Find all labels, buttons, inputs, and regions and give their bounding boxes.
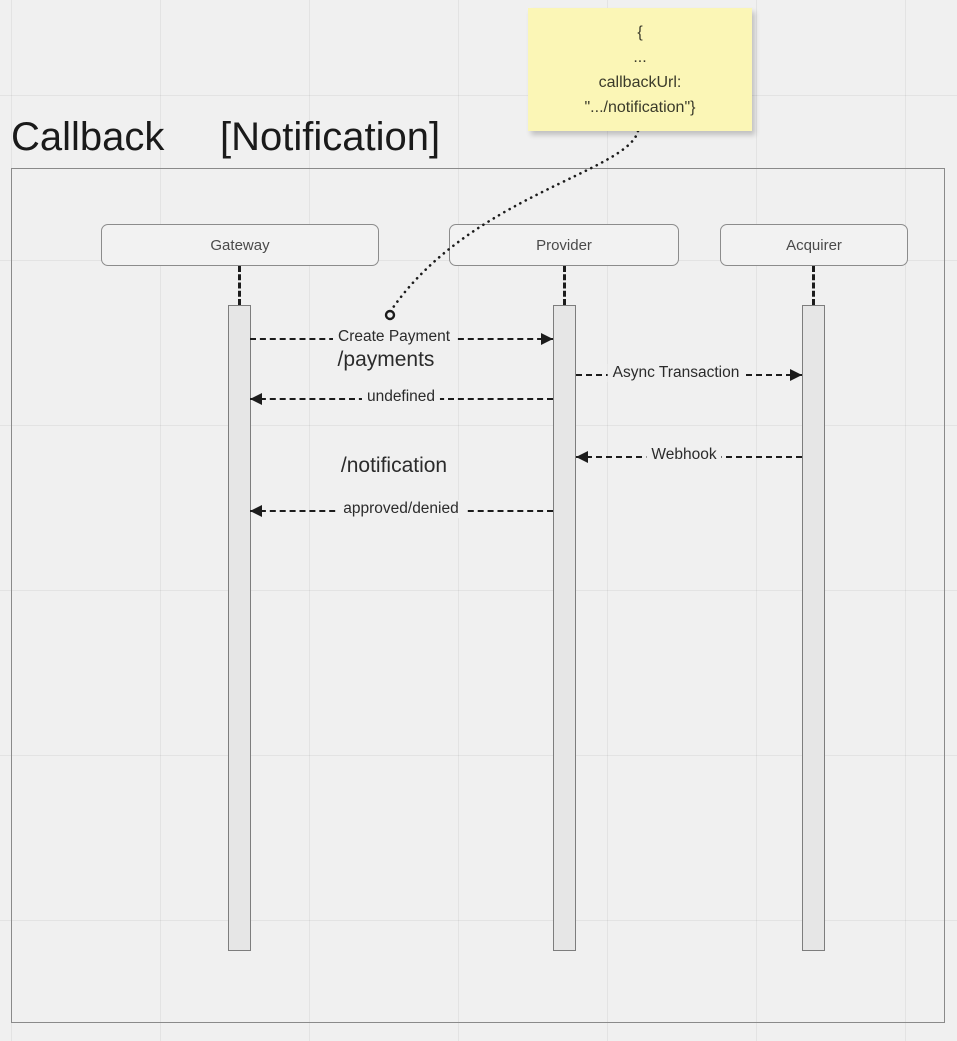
message-label-create-payment: Create Payment (333, 328, 455, 346)
message-label-undefined-return: undefined (361, 388, 441, 406)
message-extra-label-create-payment: /payments (337, 348, 435, 371)
callback-note: {... callbackUrl: ".../notification"} (528, 8, 752, 131)
note-line-3: ".../notification"} (584, 98, 696, 116)
participant-label: Gateway (210, 236, 270, 254)
note-line-2: callbackUrl: (598, 73, 682, 91)
arrow-head-undefined-return (250, 393, 262, 405)
arrow-head-webhook (576, 451, 588, 463)
participant-acquirer[interactable]: Acquirer (720, 224, 908, 266)
message-label-async-transaction: Async Transaction (607, 364, 745, 382)
arrow-head-create-payment (541, 333, 553, 345)
activation-bar-gateway (228, 305, 251, 951)
participant-label: Acquirer (786, 236, 842, 254)
arrow-head-async-transaction (790, 369, 802, 381)
lifeline-gateway (238, 266, 241, 305)
message-label-approved-denied: approved/denied (338, 500, 464, 518)
message-label-webhook: Webhook (646, 446, 722, 464)
arrow-head-approved-denied (250, 505, 262, 517)
activation-bar-provider (553, 305, 576, 951)
lifeline-acquirer (812, 266, 815, 305)
lifeline-provider (563, 266, 566, 305)
activation-bar-acquirer (802, 305, 825, 951)
note-line-0: { (637, 23, 643, 41)
note-line-1: ... (633, 48, 647, 66)
participant-label: Provider (536, 236, 592, 254)
participant-provider[interactable]: Provider (449, 224, 679, 266)
page-title: Callback [Notification] (11, 115, 441, 159)
participant-gateway[interactable]: Gateway (101, 224, 379, 266)
message-extra-label-approved-denied: /notification (340, 454, 448, 477)
